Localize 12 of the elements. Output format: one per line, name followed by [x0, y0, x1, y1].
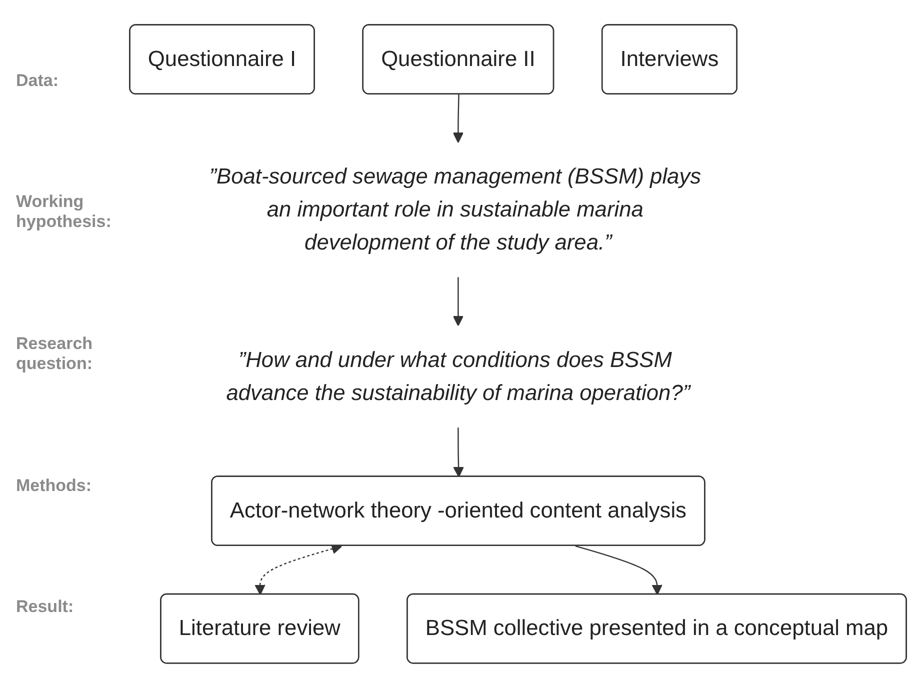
arrow — [453, 428, 464, 478]
node-text: ”Boat-sourced sewage management (BSSM) plays an important role in sustainable marina development of the study area.” — [209, 164, 702, 254]
node-text: ”How and under what conditions does BSSM advance the sustainability of marina operation?” — [226, 348, 690, 405]
row-label: Working hypothesis: — [16, 192, 112, 232]
row-label: Data: — [16, 70, 60, 91]
arrow — [452, 94, 464, 143]
row-label: Research question: — [16, 334, 94, 374]
row-label: Result: — [16, 597, 75, 618]
arrow — [452, 277, 464, 326]
arrow — [254, 544, 342, 596]
arrow — [575, 546, 662, 596]
row-label: Methods: — [16, 476, 93, 496]
